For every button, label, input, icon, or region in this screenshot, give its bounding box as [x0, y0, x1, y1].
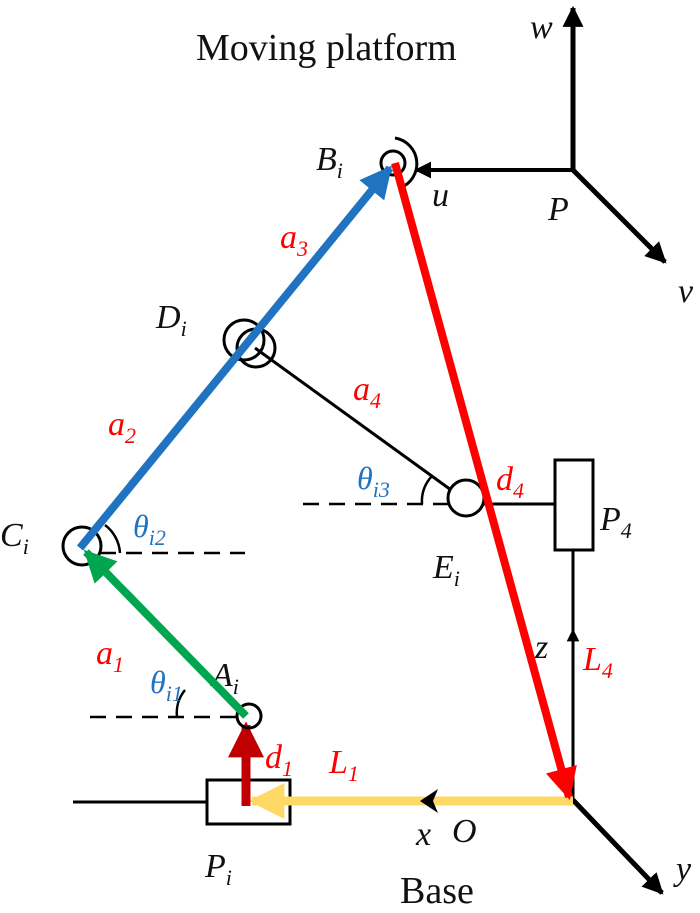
- joint-b-spherical: [379, 136, 419, 190]
- d4-label: d4: [496, 461, 524, 503]
- joint-b-label: Bi: [316, 141, 343, 183]
- l4-label: L4: [582, 641, 613, 683]
- joint-c: [61, 525, 103, 567]
- a2-label: a2: [108, 406, 136, 448]
- y-axis-arrow: [571, 798, 664, 895]
- joint-c-label: Ci: [0, 517, 29, 559]
- angle-arc-theta-i1: [175, 689, 186, 718]
- u-axis-label: u: [432, 177, 449, 214]
- link-a4: [254, 346, 459, 497]
- link-a1: [83, 549, 249, 719]
- prismatic-joint-p4: [553, 458, 595, 552]
- theta-i2-label: θi2: [133, 508, 166, 550]
- a3-label: a3: [280, 219, 308, 261]
- angle-arc-theta-i3: [420, 475, 433, 505]
- platform-origin-label: P: [547, 191, 569, 228]
- theta-i3-label: θi3: [357, 460, 390, 502]
- pi-label: Pi: [204, 848, 232, 890]
- y-axis-label: y: [673, 851, 692, 888]
- moving-platform-title: Moving platform: [196, 27, 457, 69]
- v-axis-arrow: [571, 168, 667, 264]
- angle-arc-theta-i2: [104, 524, 122, 554]
- a4-label: a4: [353, 371, 381, 413]
- w-axis-label: w: [530, 9, 553, 46]
- theta-i1-label: θi1: [150, 664, 183, 706]
- p4-label: P4: [599, 501, 632, 543]
- platform-frame: [414, 5, 667, 264]
- v-axis-label: v: [678, 273, 694, 310]
- d1-label: d1: [265, 739, 293, 781]
- x-axis-label: x: [415, 816, 431, 853]
- joint-a: [235, 702, 263, 730]
- z-axis-label: z: [534, 629, 548, 666]
- x-axis-arrowhead: [420, 789, 438, 813]
- vector-d4: [391, 161, 577, 801]
- joint-e-label: Ei: [432, 549, 460, 591]
- a1-label: a1: [96, 635, 124, 677]
- joint-d-label: Di: [155, 299, 187, 341]
- base-title: Base: [400, 870, 474, 912]
- link-a2-a3: [76, 165, 394, 551]
- l1-label: L1: [328, 744, 359, 786]
- joint-e: [446, 478, 486, 518]
- base-origin-label: O: [452, 813, 477, 850]
